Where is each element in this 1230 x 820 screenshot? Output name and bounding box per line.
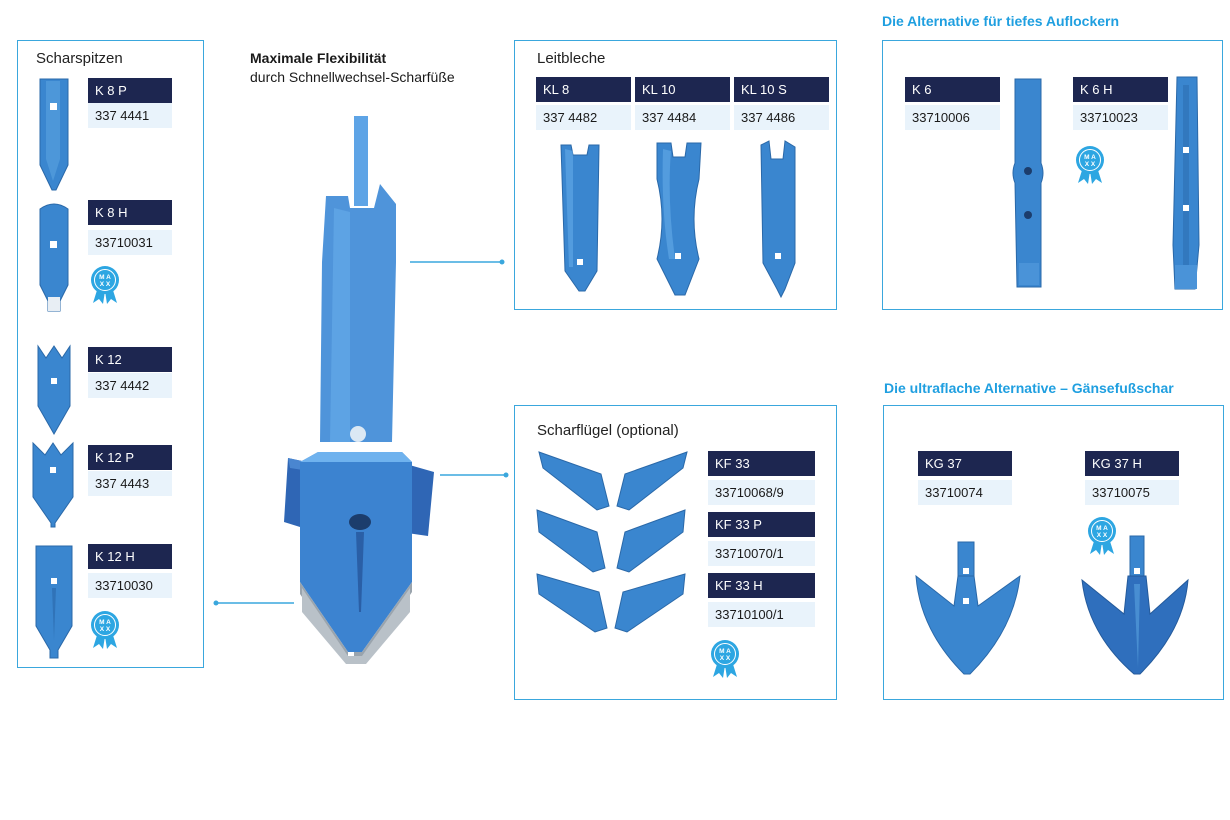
k12-number: 337 4442 <box>88 373 172 398</box>
k6h-code: K 6 H <box>1073 77 1168 102</box>
kl10s-number: 337 4486 <box>734 105 829 130</box>
k8h-code: K 8 H <box>88 200 172 225</box>
k12h-code: K 12 H <box>88 544 172 569</box>
heading-line1: Maximale Flexibilität <box>250 50 387 66</box>
flach-section-title: Die ultraflache Alternative – Gänsefußsc… <box>884 380 1174 396</box>
kf33-number: 33710068/9 <box>708 480 815 505</box>
k12p-code: K 12 P <box>88 445 172 470</box>
tief-panel: K 6 33710006 K 6 H 33710023 M A X X <box>882 40 1223 310</box>
k12h-number: 33710030 <box>88 573 172 598</box>
kl8-number: 337 4482 <box>536 105 631 130</box>
k12h-tip-image <box>35 545 73 659</box>
kl8-plate-image <box>560 144 600 292</box>
maxx-badge-icon: M A X X <box>711 640 739 678</box>
k6-number: 33710006 <box>905 105 1000 130</box>
schnellwechsel-scharfuss-image <box>284 116 434 664</box>
leitbleche-title: Leitbleche <box>537 50 606 67</box>
kl10-number: 337 4484 <box>635 105 730 130</box>
connector-line-scharspitzen <box>213 600 294 606</box>
kg37h-sweep-image <box>1081 535 1189 675</box>
kf33p-number: 33710070/1 <box>708 541 815 566</box>
maxx-badge-icon: M A X X <box>1076 146 1104 184</box>
maxx-badge-icon: M A X X <box>1088 517 1116 555</box>
kf33-code: KF 33 <box>708 451 815 476</box>
k12-tip-image <box>37 344 71 436</box>
maxx-badge-text-top: M A <box>1084 154 1096 161</box>
kf33p-wings-image <box>536 509 686 573</box>
k12p-tip-image <box>32 441 74 528</box>
k6h-blade-image <box>1172 76 1200 290</box>
maxx-badge-text-top: M A <box>719 648 731 655</box>
scharspitzen-title: Scharspitzen <box>36 50 123 67</box>
kg37h-number: 33710075 <box>1085 480 1179 505</box>
main-heading: Maximale Flexibilität durch Schnellwechs… <box>250 49 455 87</box>
maxx-badge-text-bottom: X X <box>720 655 731 662</box>
kl10-plate-image <box>656 142 702 296</box>
k6-code: K 6 <box>905 77 1000 102</box>
maxx-badge-text-top: M A <box>99 274 111 281</box>
k6-blade-image <box>1012 78 1044 288</box>
kf33h-wings-image <box>536 573 686 633</box>
kl10s-code: KL 10 S <box>734 77 829 102</box>
heading-line2: durch Schnellwechsel-Scharfüße <box>250 69 455 85</box>
kl10-code: KL 10 <box>635 77 730 102</box>
leitbleche-panel: Leitbleche KL 8 337 4482 KL 10 337 4484 … <box>514 40 837 310</box>
maxx-badge-icon: M A X X <box>91 611 119 649</box>
maxx-badge-text-top: M A <box>99 619 111 626</box>
scharfluegel-panel: Scharflügel (optional) KF 33 33710068/9 … <box>514 405 837 700</box>
k8h-number: 33710031 <box>88 230 172 255</box>
k8p-code: K 8 P <box>88 78 172 103</box>
kf33h-number: 33710100/1 <box>708 602 815 627</box>
kg37-sweep-image <box>915 541 1021 675</box>
scharfluegel-title: Scharflügel (optional) <box>537 422 679 439</box>
maxx-badge-text-bottom: X X <box>1097 532 1108 539</box>
tief-section-title: Die Alternative für tiefes Auflockern <box>882 13 1120 29</box>
kf33-wings-image <box>538 451 688 511</box>
maxx-badge-text-bottom: X X <box>100 281 111 288</box>
scharspitzen-panel: Scharspitzen K 8 P 337 4441 K 8 H 337100… <box>17 40 204 668</box>
kg37-number: 33710074 <box>918 480 1012 505</box>
kl10s-plate-image <box>760 140 796 299</box>
k8h-tip-image <box>39 203 69 312</box>
maxx-badge-icon: M A X X <box>91 266 119 304</box>
maxx-badge-text-bottom: X X <box>100 626 111 633</box>
kl8-code: KL 8 <box>536 77 631 102</box>
k12p-number: 337 4443 <box>88 471 172 496</box>
kg37-code: KG 37 <box>918 451 1012 476</box>
connector-line-leitbleche <box>410 259 505 265</box>
kf33p-code: KF 33 P <box>708 512 815 537</box>
kg37h-code: KG 37 H <box>1085 451 1179 476</box>
maxx-badge-text-bottom: X X <box>1085 161 1096 168</box>
maxx-badge-text-top: M A <box>1096 525 1108 532</box>
k8p-tip-image <box>39 78 69 191</box>
k6h-number: 33710023 <box>1073 105 1168 130</box>
kf33h-code: KF 33 H <box>708 573 815 598</box>
flach-panel: KG 37 33710074 KG 37 H 33710075 M A X X <box>883 405 1224 700</box>
k8p-number: 337 4441 <box>88 103 172 128</box>
connector-line-scharfluegel <box>440 472 509 478</box>
k12-code: K 12 <box>88 347 172 372</box>
